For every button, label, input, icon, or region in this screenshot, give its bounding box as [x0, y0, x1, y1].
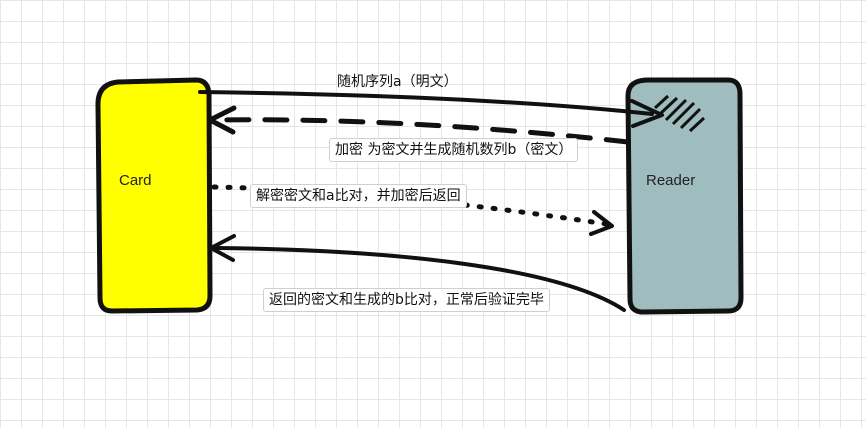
arrow-verify-complete: [214, 246, 626, 312]
reader-node[interactable]: [625, 77, 744, 315]
card-node[interactable]: [95, 77, 213, 314]
arrowhead-random-sequence: [630, 99, 664, 128]
message-decrypt-return: 解密密文和a比对，并加密后返回: [250, 184, 467, 208]
message-verify-complete: 返回的密文和生成的b比对，正常后验证完毕: [263, 288, 550, 312]
arrowhead-encrypt-response: [207, 105, 237, 135]
card-label: Card: [119, 172, 152, 189]
message-random-sequence: 随机序列a（明文）: [337, 74, 458, 90]
reader-label: Reader: [646, 172, 696, 189]
arrow-encrypt-response: [213, 117, 631, 145]
arrow-random-sequence: [198, 90, 654, 116]
arrowhead-decrypt-return: [589, 210, 614, 236]
reader-hatch: [653, 94, 706, 133]
arrowhead-verify-complete: [209, 234, 236, 262]
message-encrypt-response: 加密 为密文并生成随机数列b（密文）: [329, 138, 579, 162]
